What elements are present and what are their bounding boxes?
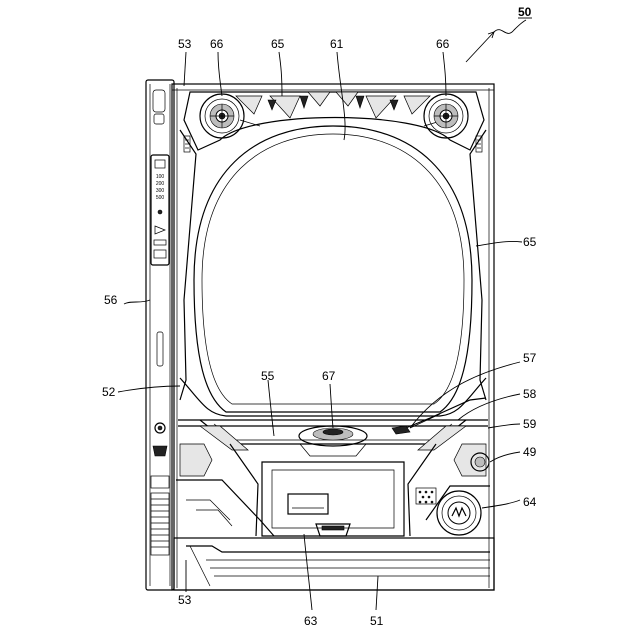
ref-64: 64 — [523, 495, 537, 509]
ref-67: 67 — [322, 369, 336, 383]
center-tray — [262, 462, 404, 536]
ref-50: 50 — [518, 5, 532, 19]
ref-51: 51 — [370, 614, 384, 628]
speaker-right — [424, 94, 468, 138]
ref-49: 49 — [523, 445, 537, 459]
lower-tray — [174, 538, 494, 590]
ref-55: 55 — [261, 369, 275, 383]
ref-53-bottom: 53 — [178, 593, 192, 607]
ref-66-left: 66 — [210, 37, 224, 51]
leader-lines — [118, 18, 532, 610]
ref-52: 52 — [102, 385, 116, 399]
side-panel: 100 200 300 500 — [146, 80, 174, 590]
ref-53-top: 53 — [178, 37, 192, 51]
denomination-label-3: 300 — [156, 188, 165, 194]
ref-65-top: 65 — [271, 37, 285, 51]
ref-56: 56 — [104, 293, 118, 307]
ref-59: 59 — [523, 417, 537, 431]
ref-65-right: 65 — [523, 235, 537, 249]
firing-handle — [437, 491, 481, 535]
side-panel-vent — [151, 493, 169, 555]
denomination-label-2: 200 — [156, 181, 165, 187]
side-panel-denomination-labels: 100 200 300 500 — [156, 174, 165, 201]
ref-58: 58 — [523, 387, 537, 401]
center-button — [299, 426, 367, 456]
cabinet-frame — [172, 84, 494, 590]
ref-61: 61 — [330, 37, 344, 51]
speaker-left — [200, 94, 244, 138]
denomination-label-4: 500 — [156, 195, 165, 201]
ref-66-right: 66 — [436, 37, 450, 51]
lower-left-decoration — [176, 444, 274, 536]
ref-63: 63 — [304, 614, 318, 628]
ref-57: 57 — [523, 351, 537, 365]
denomination-label-1: 100 — [156, 174, 165, 180]
